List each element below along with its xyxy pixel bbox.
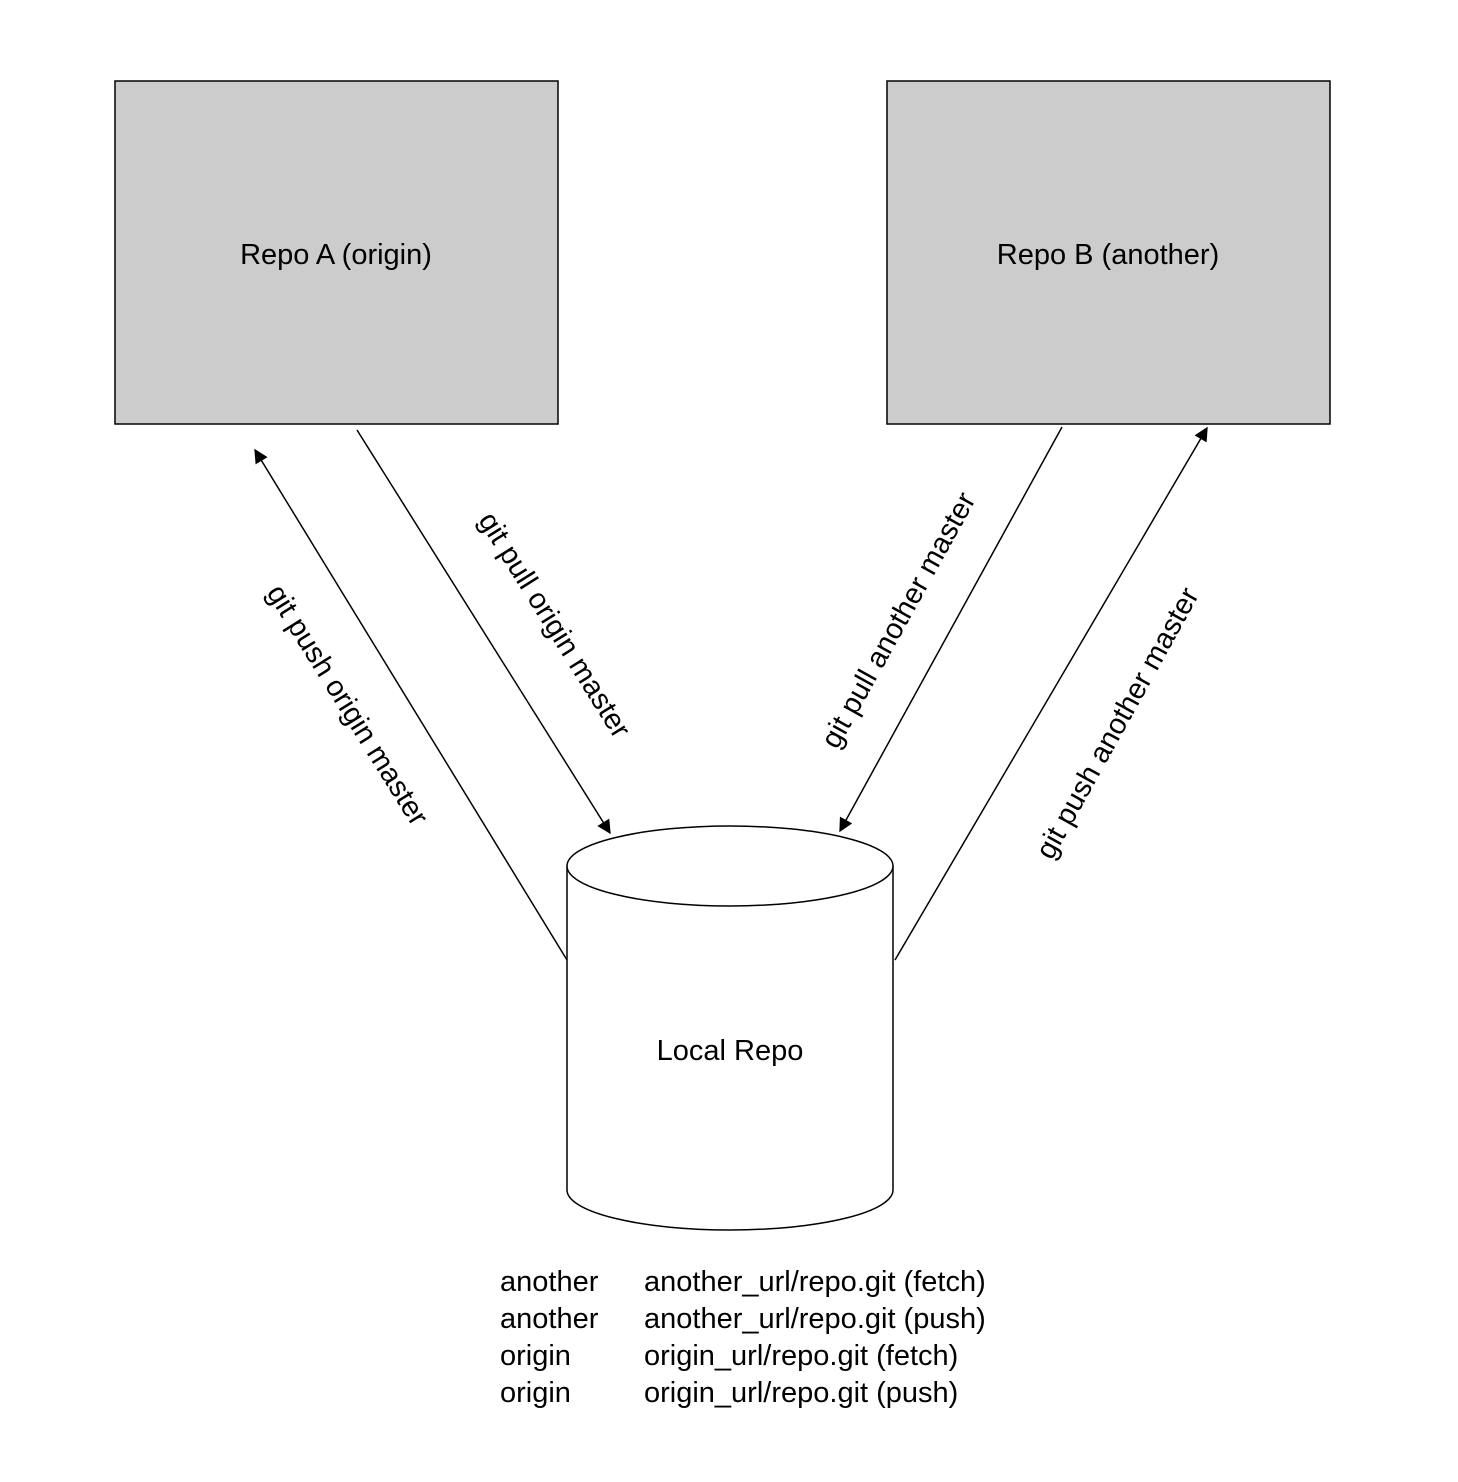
edge-pull-another-line xyxy=(839,426,1063,833)
edge-pull-another-label: git pull another master xyxy=(815,487,982,754)
edge-pull-origin-line xyxy=(356,429,611,835)
remote-row: another another_url/repo.git (fetch) xyxy=(500,1264,986,1301)
edge-push-origin-line xyxy=(254,448,568,961)
repo-a-label: Repo A (origin) xyxy=(240,239,432,271)
remote-row: origin origin_url/repo.git (fetch) xyxy=(500,1338,986,1375)
edge-push-another-label: git push another master xyxy=(1030,582,1206,864)
remote-name: origin xyxy=(500,1377,571,1409)
remote-name: another xyxy=(500,1303,599,1335)
repo-b-label: Repo B (another) xyxy=(997,239,1219,271)
remote-row: another another_url/repo.git (push) xyxy=(500,1301,986,1338)
local-repo-node[interactable]: Local Repo xyxy=(566,825,894,1231)
repo-a-box xyxy=(114,80,559,425)
remote-name: another xyxy=(500,1266,599,1298)
edge-pull-origin-label: git pull origin master xyxy=(472,507,637,744)
remote-row: origin origin_url/repo.git (push) xyxy=(500,1375,986,1412)
remote-url: origin_url/repo.git (push) xyxy=(644,1377,959,1409)
edge-push-another-line xyxy=(894,426,1208,961)
local-repo-cylinder-top xyxy=(566,825,894,907)
local-repo-label: Local Repo xyxy=(657,1035,804,1067)
remote-url: another_url/repo.git (push) xyxy=(644,1303,986,1335)
repo-b-box xyxy=(886,80,1331,425)
remote-name: origin xyxy=(500,1340,571,1372)
edge-push-origin-label: git push origin master xyxy=(260,579,434,831)
git-remote-list: another another_url/repo.git (fetch) ano… xyxy=(500,1264,986,1412)
local-repo-cylinder-body xyxy=(566,866,894,1231)
repo-b-node[interactable]: Repo B (another) xyxy=(886,80,1331,425)
remote-url: another_url/repo.git (fetch) xyxy=(644,1266,986,1298)
remote-url: origin_url/repo.git (fetch) xyxy=(644,1340,959,1372)
repo-a-node[interactable]: Repo A (origin) xyxy=(114,80,559,425)
